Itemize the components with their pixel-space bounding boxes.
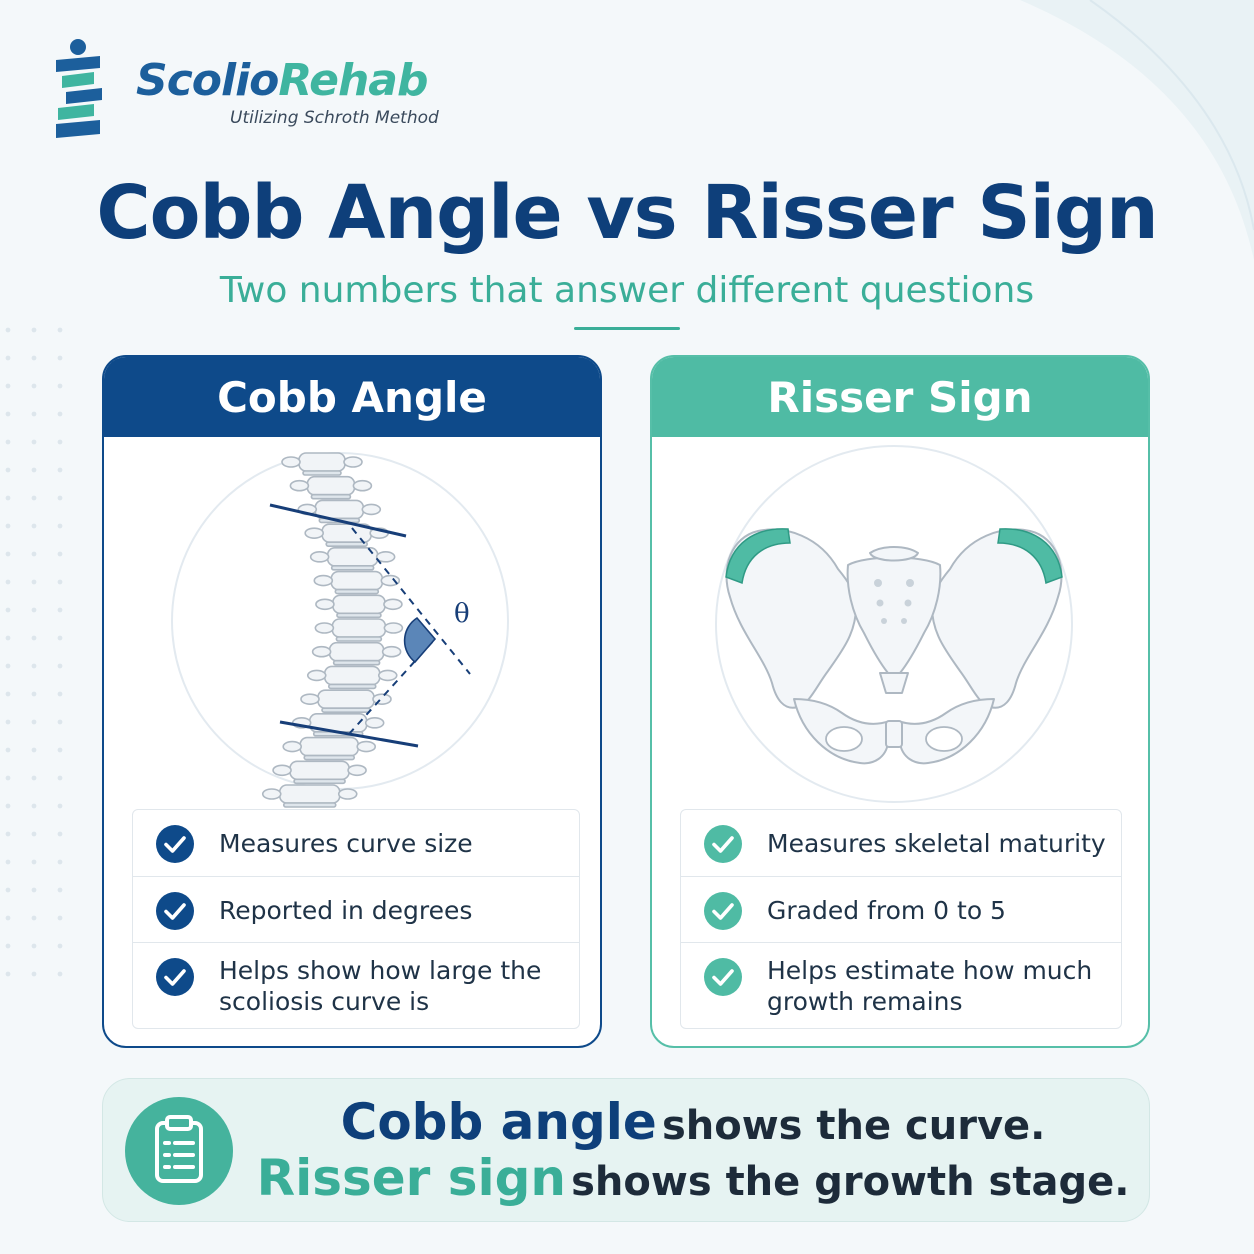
brand-name-part2: Rehab bbox=[278, 55, 428, 106]
summary-emphasis-cobb: Cobb angle bbox=[340, 1093, 657, 1151]
summary-text-1: shows the curve. bbox=[661, 1103, 1046, 1149]
list-item: Measures curve size bbox=[133, 810, 579, 877]
summary-text-2: shows the growth stage. bbox=[571, 1159, 1130, 1205]
list-item: Helps show how large the scoliosis curve… bbox=[133, 943, 579, 1029]
list-item-text: Helps show how large the scoliosis curve… bbox=[219, 956, 542, 1016]
summary-line-1: Cobb angle shows the curve. bbox=[243, 1091, 1143, 1165]
spine-vertebrae bbox=[261, 452, 404, 808]
check-circle-icon bbox=[704, 825, 742, 863]
list-item-text: Graded from 0 to 5 bbox=[767, 896, 1006, 925]
list-item: Measures skeletal maturity bbox=[681, 810, 1121, 877]
risser-feature-list: Measures skeletal maturity Graded from 0… bbox=[680, 809, 1122, 1029]
subtitle-divider bbox=[574, 327, 680, 330]
pelvis-illustration bbox=[715, 445, 1073, 803]
check-circle-icon bbox=[156, 892, 194, 930]
spine-cobb-angle-illustration: θ bbox=[171, 452, 509, 808]
logo-figure-icon bbox=[56, 39, 102, 138]
page-subtitle: Two numbers that answer different questi… bbox=[219, 270, 1035, 311]
list-item-text: Reported in degrees bbox=[219, 896, 473, 925]
list-item-text: Helps estimate how much growth remains bbox=[767, 956, 1093, 1016]
list-item: Graded from 0 to 5 bbox=[681, 877, 1121, 943]
summary-emphasis-risser: Risser sign bbox=[256, 1149, 567, 1207]
brand-name: ScolioRehab bbox=[136, 54, 428, 108]
list-item-text: Measures skeletal maturity bbox=[767, 829, 1106, 858]
list-item: Reported in degrees bbox=[133, 877, 579, 943]
summary-banner: Cobb angle shows the curve. Risser sign … bbox=[102, 1078, 1150, 1222]
summary-line-2: Risser sign shows the growth stage. bbox=[243, 1147, 1143, 1221]
brand-name-part1: Scolio bbox=[136, 55, 279, 106]
risser-card-title: Risser Sign bbox=[652, 357, 1148, 437]
page-title: Cobb Angle vs Risser Sign bbox=[96, 170, 1158, 256]
brand-logo: ScolioRehab Utilizing Schroth Method bbox=[54, 38, 474, 138]
brand-tagline: Utilizing Schroth Method bbox=[230, 108, 439, 128]
clipboard-icon bbox=[125, 1097, 233, 1205]
cobb-angle-card: Cobb Angle θ Measures curve size Reporte… bbox=[102, 355, 602, 1048]
risser-sign-card: Risser Sign bbox=[650, 355, 1150, 1048]
check-circle-icon bbox=[704, 892, 742, 930]
check-circle-icon bbox=[156, 825, 194, 863]
cobb-feature-list: Measures curve size Reported in degrees … bbox=[132, 809, 580, 1029]
list-item-text: Measures curve size bbox=[219, 829, 473, 858]
check-circle-icon bbox=[704, 958, 742, 996]
list-item: Helps estimate how much growth remains bbox=[681, 943, 1121, 1029]
angle-theta-label: θ bbox=[454, 599, 470, 629]
check-circle-icon bbox=[156, 958, 194, 996]
cobb-card-title: Cobb Angle bbox=[104, 357, 600, 437]
